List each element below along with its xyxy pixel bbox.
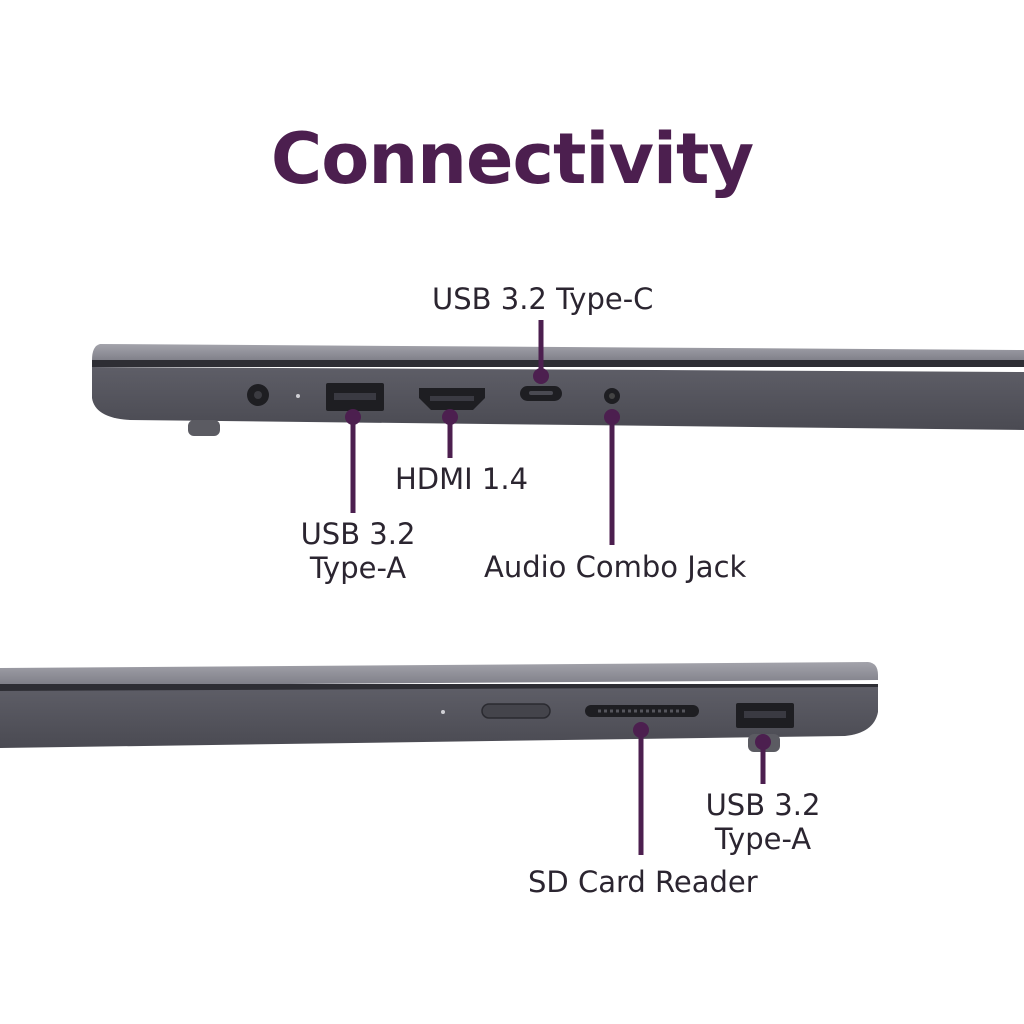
label-audio-jack: Audio Combo Jack xyxy=(484,550,747,584)
label-usb-a-right-line1: USB 3.2 xyxy=(705,788,821,822)
callout-lines-right xyxy=(633,722,771,855)
rubber-foot xyxy=(188,420,220,436)
label-usb-a-left: USB 3.2 Type-A xyxy=(290,517,426,585)
label-usb-a-left-line1: USB 3.2 xyxy=(300,517,416,551)
status-led xyxy=(296,394,300,398)
label-usb-a-right-line2: Type-A xyxy=(714,822,812,856)
callout-lines-left xyxy=(345,320,620,545)
sim-slot xyxy=(481,703,551,719)
label-usb-c: USB 3.2 Type-C xyxy=(432,282,654,316)
label-usb-a-right: USB 3.2 Type-A xyxy=(695,788,831,856)
laptop-left-side xyxy=(92,320,1024,545)
label-hdmi: HDMI 1.4 xyxy=(395,462,529,496)
page-title: Connectivity xyxy=(270,118,754,200)
status-led xyxy=(441,710,445,714)
laptop-right-side xyxy=(0,662,878,855)
label-usb-a-left-line2: Type-A xyxy=(309,551,407,585)
label-sd-card-reader: SD Card Reader xyxy=(528,865,758,899)
